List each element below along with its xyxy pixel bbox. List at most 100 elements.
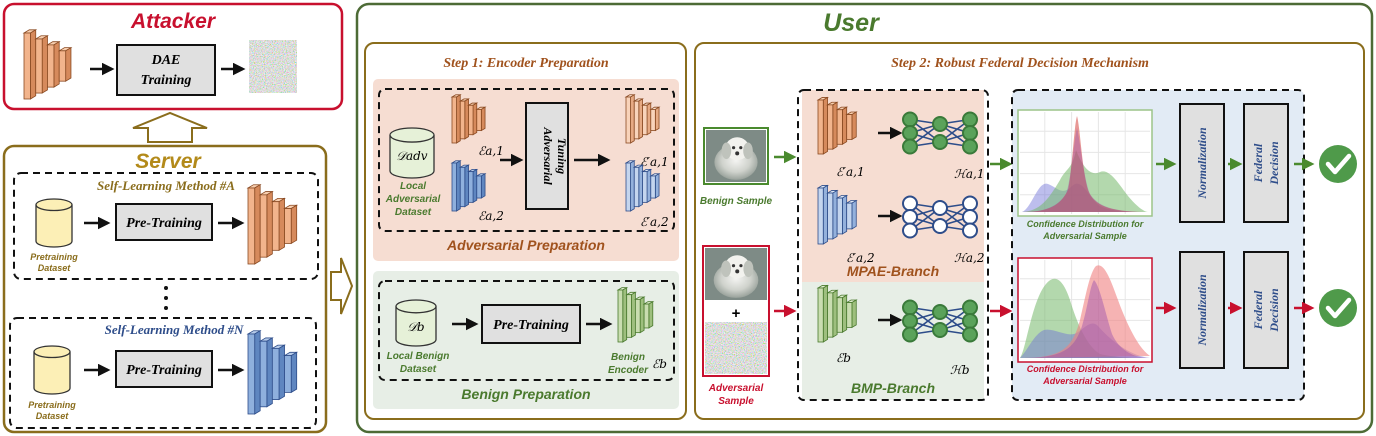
encoder-layer-front: [271, 201, 280, 251]
encoder-layer-front: [633, 166, 640, 208]
encoder-layer-side: [472, 168, 478, 204]
federal-decision-label-adversarial-2: Decision: [1267, 288, 1281, 333]
method-n-box: [9, 317, 317, 429]
step1-encoder-a2-prime-icon: [624, 160, 661, 212]
mpae-encoder-a2-symbol: ℰ′a,2: [846, 251, 875, 265]
nn-node: [962, 299, 978, 316]
benign-encoder-symbol: ℰb: [652, 357, 667, 371]
nn-node: [902, 138, 918, 155]
adversarial-noise-image: [249, 40, 297, 93]
encoder-layer-front: [459, 166, 466, 208]
adversarial-tuning-label-2: Tuning: [555, 138, 569, 174]
encoder-layer-side: [630, 94, 635, 144]
cylinder-top: [35, 198, 73, 212]
method-n-title: Self-Learning Method #N: [105, 322, 244, 337]
benign-preparation-dashed-box: [378, 280, 675, 381]
nn-node: [902, 111, 918, 128]
distribution-benign-caption-2: Adversarial Sample: [1042, 231, 1127, 241]
method-n-pretrain-label: Pre-Training: [126, 363, 202, 378]
method-a-box: [13, 172, 319, 280]
encoder-layer-side: [53, 41, 60, 88]
encoder-layer-side: [630, 160, 635, 212]
server-to-user-arrow: [330, 257, 354, 315]
adversarial-preparation-title: Adversarial Preparation: [446, 237, 605, 253]
method-a-dataset-label-1: Pretraining: [30, 252, 78, 262]
encoder-layer-front: [468, 171, 474, 203]
encoder-layer-front: [451, 96, 457, 144]
encoder-layer-side: [464, 164, 469, 208]
encoder-layer-side: [278, 197, 285, 252]
encoder-layer-side: [654, 173, 660, 199]
adv-dist-green: [1020, 278, 1150, 358]
bmp-head-symbol: ℋb: [950, 363, 970, 377]
federal-decision-box-benign: [1243, 103, 1289, 223]
encoder-layer-side: [851, 199, 857, 230]
encoder-layer-side: [648, 300, 654, 329]
user-title: User: [823, 9, 880, 37]
cylinder-top: [395, 299, 437, 314]
nn-node: [962, 313, 978, 329]
normalization-label-benign: Normalization: [1195, 127, 1209, 200]
encoder-layer-front: [846, 302, 853, 328]
step1-encoder-a1-prime-icon: [624, 94, 661, 144]
encoder-layer-front: [459, 100, 466, 140]
encoder-layer-front: [827, 292, 834, 338]
adversarial-sample-label-1: Adversarial: [708, 383, 764, 394]
ellipsis-dot: [164, 306, 168, 310]
encoder-layer-front: [247, 187, 256, 265]
cylinder-top: [389, 127, 435, 143]
bmp-head-icon: [902, 299, 978, 343]
encoder-layer-front: [634, 298, 641, 334]
encoder-layer-side: [638, 98, 643, 140]
encoder-layer-front: [827, 192, 834, 240]
method-n-dataset-label-1: Pretraining: [28, 400, 76, 410]
step1-encoder-a1-prime-symbol: ℰ′a,1: [640, 155, 669, 169]
mpae-head-a1-icon: [902, 111, 978, 155]
bmp-branch-label: BMP-Branch: [851, 380, 935, 396]
mpae-branch-label: MPAE-Branch: [847, 263, 939, 279]
benign-dataset-symbol: 𝒟b: [407, 320, 424, 334]
dog-ear: [721, 260, 732, 278]
branches-dashed-box: [797, 89, 989, 401]
encoder-layer-front: [633, 100, 640, 140]
step1-encoder-a1-icon: [450, 94, 487, 144]
dog-eye: [739, 146, 743, 150]
method-a-title: Self-Learning Method #A: [97, 178, 235, 193]
method-n-dataset-icon: [33, 345, 71, 395]
nn-node: [932, 322, 948, 338]
step1-benign-pretrain-box: [481, 304, 581, 344]
encoder-layer-front: [259, 194, 268, 258]
dog-ear: [743, 142, 753, 160]
encoder-layer-side: [822, 96, 828, 155]
cylinder-body: [35, 204, 73, 248]
step2-title: Step 2: Robust Federal Decision Mechanis…: [891, 56, 1149, 71]
encoder-layer-front: [642, 104, 648, 136]
local-adversarial-label-3: Dataset: [395, 207, 432, 218]
mpae-head-a2-icon: [902, 195, 978, 239]
dae-training-label-2: Training: [141, 73, 192, 88]
nn-node: [932, 200, 948, 216]
encoder-layer-side: [480, 106, 486, 132]
encoder-layer-front: [642, 171, 648, 203]
normalization-box-benign: [1179, 103, 1225, 223]
dog-eye: [732, 146, 736, 150]
nn-node: [902, 195, 918, 212]
encoder-layer-side: [851, 299, 857, 329]
dog-head: [725, 137, 750, 161]
method-n-dataset-label-2: Dataset: [36, 411, 70, 421]
step1-encoder-a2-symbol: ℰa,2: [478, 209, 504, 223]
distribution-benign-caption-1: Confidence Distribution for: [1027, 219, 1144, 229]
cylinder-body: [33, 351, 71, 395]
local-adversarial-label-2: Adversarial: [385, 194, 441, 205]
encoder-layer-side: [480, 173, 486, 199]
mpae-encoder-a2-icon: [816, 184, 858, 245]
encoder-layer-side: [266, 337, 273, 408]
adversarial-dog-image: [705, 248, 767, 300]
encoder-layer-side: [646, 168, 652, 204]
nn-node: [962, 138, 978, 155]
encoder-layer-side: [290, 351, 298, 394]
dog-eye: [731, 264, 736, 268]
benign-encoder-icon: [616, 286, 655, 343]
encoder-layer-front: [836, 197, 843, 235]
adversarial-tuning-label-1: Adversarial: [541, 126, 555, 185]
